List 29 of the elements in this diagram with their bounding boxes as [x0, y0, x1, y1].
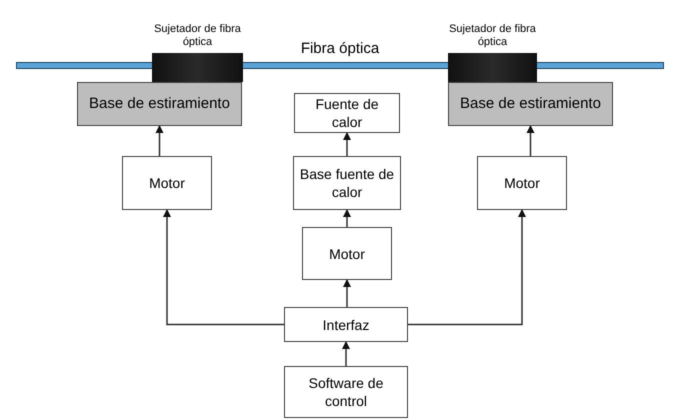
- fiber-label: Fibra óptica: [300, 40, 380, 58]
- process-box: [284, 307, 408, 342]
- base-block: [448, 82, 613, 126]
- box-label: Software de control: [308, 374, 384, 410]
- arrow: [163, 209, 284, 326]
- arrow: [343, 209, 351, 227]
- box-label: Motor: [329, 244, 365, 262]
- process-box: [294, 93, 400, 133]
- clamp-label: Sujetador de fibra óptica: [153, 23, 242, 49]
- arrow: [343, 279, 351, 307]
- arrow: [526, 125, 534, 156]
- base-block: [77, 82, 242, 126]
- arrow: [156, 125, 164, 156]
- box-label: Base fuente de calor: [298, 165, 396, 201]
- box-label: Motor: [504, 174, 540, 192]
- process-box: [302, 227, 392, 280]
- process-box: [284, 366, 408, 418]
- box-label: Motor: [149, 174, 185, 192]
- arrow: [408, 209, 526, 326]
- arrow: [343, 132, 351, 156]
- box-label: Interfaz: [322, 316, 370, 334]
- arrow: [342, 341, 350, 366]
- clamp-label: Sujetador de fibra óptica: [448, 23, 537, 49]
- process-box: [477, 156, 567, 210]
- box-label: Fuente de calor: [314, 95, 380, 131]
- process-box: [122, 156, 212, 210]
- process-box: [293, 156, 401, 210]
- box-label: Base de estiramiento: [460, 95, 601, 113]
- box-label: Base de estiramiento: [89, 95, 230, 113]
